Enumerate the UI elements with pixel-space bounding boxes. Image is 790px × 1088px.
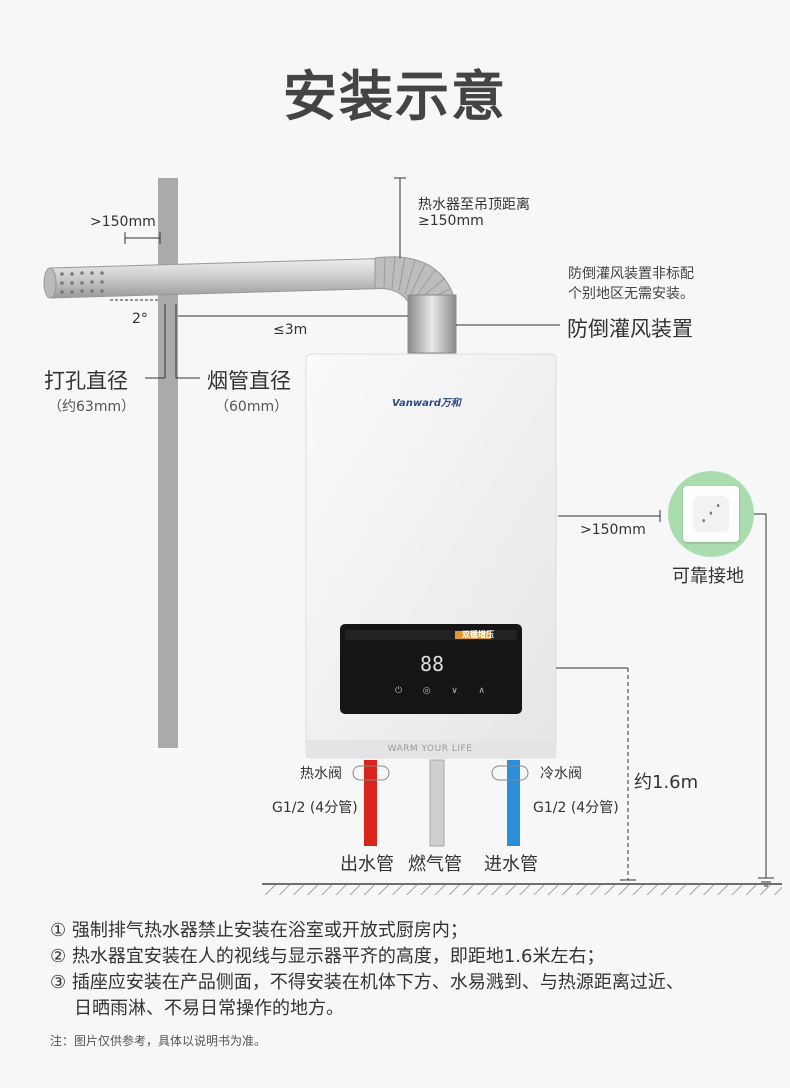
up-button-icon[interactable]: ∧ xyxy=(478,686,485,696)
hole-clearance-label: >150mm xyxy=(90,214,156,230)
hole-diameter-value: （约63mm） xyxy=(48,399,136,415)
anti-backflow-device xyxy=(407,294,457,354)
anti-backflow-note: 防倒灌风装置非标配 xyxy=(568,266,694,282)
flue-diameter-value: （60mm） xyxy=(215,399,289,415)
wall xyxy=(158,178,178,748)
control-panel xyxy=(340,624,522,714)
ceiling-distance-value: ≥150mm xyxy=(418,213,484,229)
gas-pipe-label: 燃气管 xyxy=(408,854,462,875)
floor xyxy=(262,885,782,895)
flue-diameter-label: 烟管直径 xyxy=(207,369,291,393)
mode-button-icon[interactable]: ◎ xyxy=(422,686,431,696)
inlet-pipe-label: 进水管 xyxy=(484,854,538,875)
hot-valve-label: 热水阀 xyxy=(300,766,342,782)
pipe-spec-right: G1/2 (4分管) xyxy=(533,800,619,816)
hole-diameter-label: 打孔直径 xyxy=(44,369,128,393)
footnote: 注：图片仅供参考，具体以说明书为准。 xyxy=(50,1034,267,1048)
cold-valve-label: 冷水阀 xyxy=(540,766,582,782)
side-clearance-label: >150mm xyxy=(580,522,646,538)
note-2: ② 热水器宜安装在人的视线与显示器平齐的高度，即距地1.6米左右； xyxy=(50,946,605,967)
outlet-pipe-label: 出水管 xyxy=(340,854,394,875)
display-digits: 88 xyxy=(420,652,445,676)
angle-label: 2° xyxy=(132,311,148,327)
page-title: 安装示意 xyxy=(283,65,507,128)
note-3: ③ 插座应安装在产品侧面，不得安装在机体下方、水易溅到、与热源距离过近、 xyxy=(50,972,684,993)
flue-length-label: ≤3m xyxy=(273,322,308,338)
outlet-pipe-red xyxy=(364,760,377,846)
socket-label: 可靠接地 xyxy=(672,566,744,587)
water-heater xyxy=(305,353,557,759)
note-3-continued: 日晒雨淋、不易日常操作的地方。 xyxy=(74,998,344,1019)
brand-logo: Vanward万和 xyxy=(392,398,461,409)
power-button-icon[interactable]: ⏻ xyxy=(395,686,403,696)
gas-pipe-grey xyxy=(429,759,445,847)
anti-backflow-label: 防倒灌风装置 xyxy=(567,317,693,341)
down-button-icon[interactable]: ∨ xyxy=(451,686,458,696)
ceiling-distance-label: 热水器至吊顶距离 xyxy=(418,197,530,213)
anti-backflow-note-2: 个别地区无需安装。 xyxy=(568,286,694,302)
heater-slogan: WARM YOUR LIFE xyxy=(387,744,473,754)
panel-badge: 双循增压 xyxy=(462,630,494,639)
height-label: 约1.6m xyxy=(634,772,699,793)
pipe-spec-left: G1/2 (4分管) xyxy=(272,800,358,816)
inlet-pipe-blue xyxy=(507,760,520,846)
note-1: ① 强制排气热水器禁止安装在浴室或开放式厨房内； xyxy=(50,920,468,941)
power-socket-icon: ⋰ xyxy=(693,496,729,532)
installation-notes: ① 强制排气热水器禁止安装在浴室或开放式厨房内； ② 热水器宜安装在人的视线与显… xyxy=(50,918,770,1022)
flue-pipe xyxy=(43,255,457,354)
